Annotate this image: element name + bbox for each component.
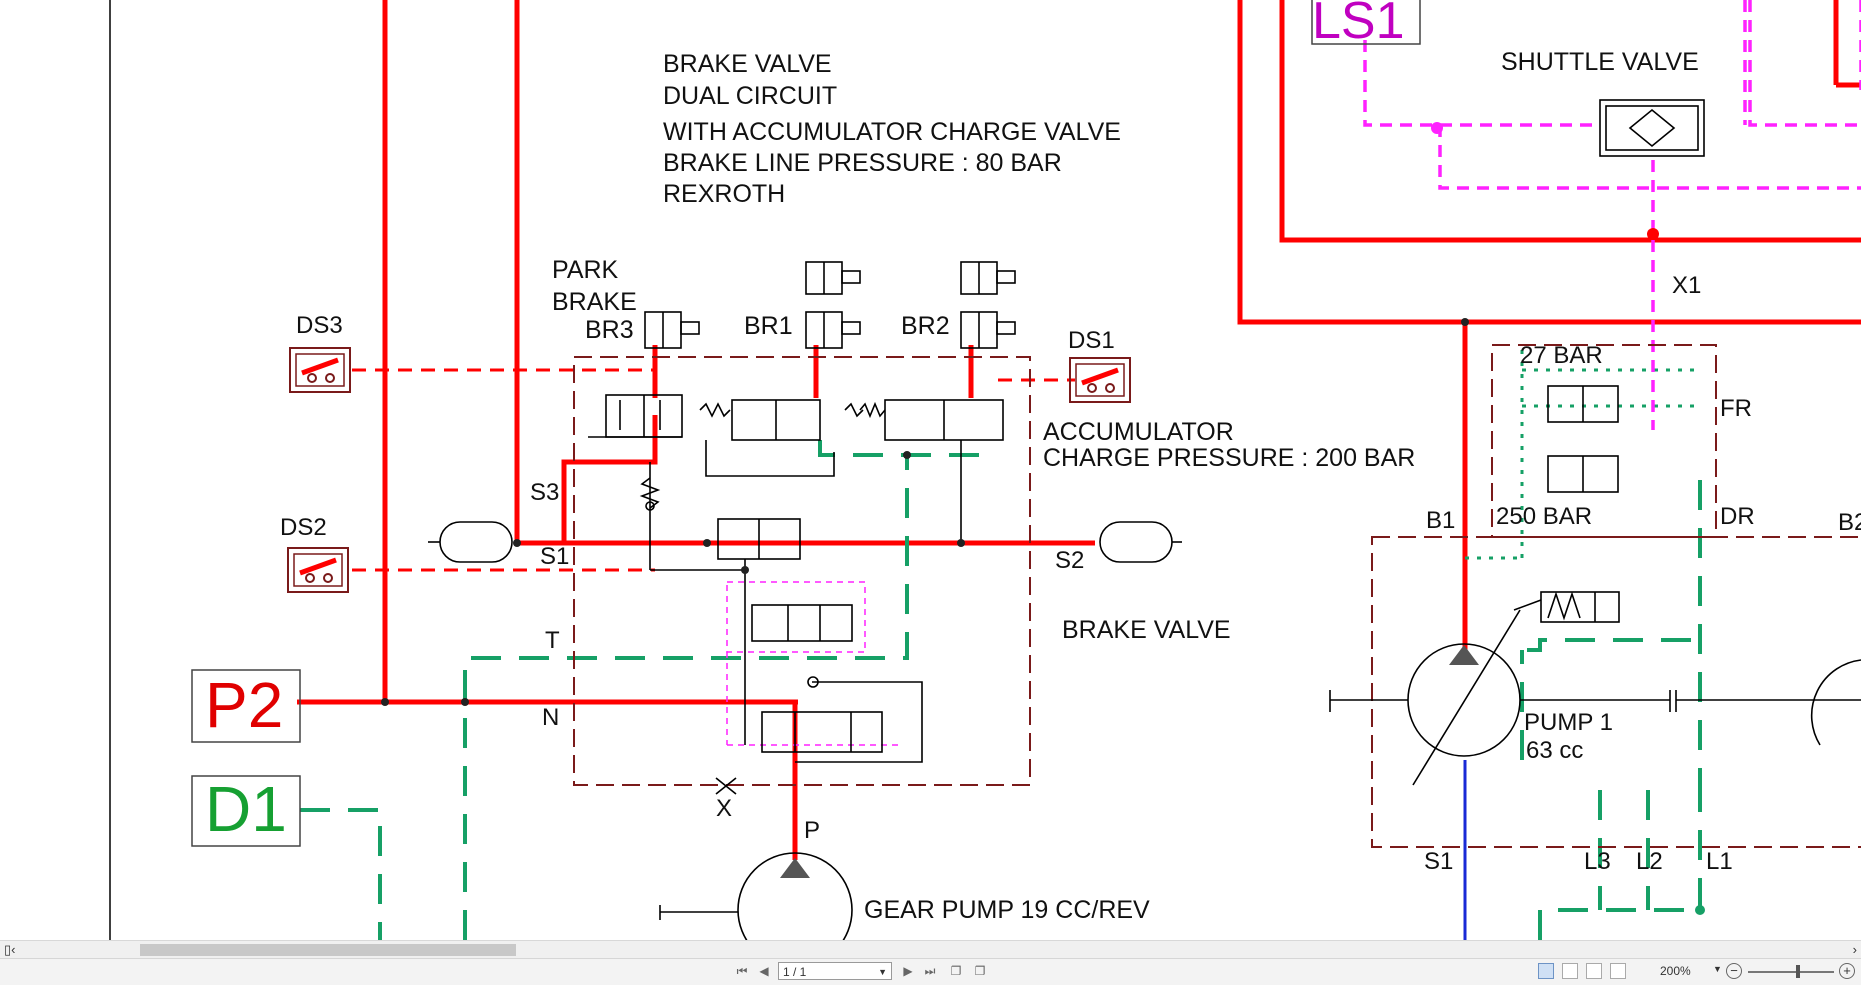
copy-page-icon[interactable]: ❐ <box>950 964 962 978</box>
brake-valve-label: BRAKE VALVE <box>1062 616 1231 644</box>
status-bar: ⏮ ◀ 1 / 1 ▼ ▶ ⏭ ❐ ❐ 200% ▼ − + <box>0 958 1861 985</box>
b1-label: B1 <box>1426 507 1455 534</box>
park-label: PARK <box>552 256 619 284</box>
single-page-view-button[interactable] <box>1538 963 1554 979</box>
ds3-label: DS3 <box>296 312 343 339</box>
chevron-down-icon[interactable]: ▼ <box>878 967 887 977</box>
pressure-switches <box>287 347 1131 593</box>
drain-lines <box>300 440 1702 940</box>
zoom-in-icon[interactable]: + <box>1839 963 1855 979</box>
hydraulic-schematic: BRAKE VALVE DUAL CIRCUIT WITH ACCUMULATO… <box>109 0 1861 940</box>
title-line-5: REXROTH <box>663 180 785 208</box>
gear-pump-label: GEAR PUMP 19 CC/REV <box>864 896 1150 924</box>
br1-label: BR1 <box>744 312 793 340</box>
page-number-value: 1 / 1 <box>783 965 807 979</box>
bar27-label: 27 BAR <box>1520 342 1603 369</box>
fr-label: FR <box>1720 395 1752 422</box>
scroll-left-icon[interactable]: ▯‹ <box>4 942 16 957</box>
l1-label: L1 <box>1706 848 1733 875</box>
s1-bottom-label: S1 <box>1424 848 1453 875</box>
title-line-3: WITH ACCUMULATOR CHARGE VALVE <box>663 118 1121 146</box>
dr-label: DR <box>1720 503 1755 530</box>
page-number-field[interactable]: 1 / 1 ▼ <box>778 962 892 980</box>
horizontal-scrollbar[interactable]: ▯‹ › <box>0 940 1861 959</box>
accumulator-label-1: ACCUMULATOR <box>1043 418 1234 446</box>
s1-label: S1 <box>540 543 569 570</box>
accumulator-label-2: CHARGE PRESSURE : 200 BAR <box>1043 444 1415 472</box>
first-page-icon[interactable]: ⏮ <box>736 964 748 978</box>
pump1-cc-label: 63 cc <box>1526 737 1583 764</box>
continuous-facing-view-button[interactable] <box>1610 963 1626 979</box>
n-port-label: N <box>542 704 559 731</box>
title-line-1: BRAKE VALVE <box>663 50 832 78</box>
continuous-view-button[interactable] <box>1562 963 1578 979</box>
last-page-icon[interactable]: ⏭ <box>924 964 936 978</box>
s2-label: S2 <box>1055 547 1084 574</box>
l2-label: L2 <box>1636 848 1663 875</box>
zoom-out-icon[interactable]: − <box>1726 963 1742 979</box>
zoom-level[interactable]: 200% <box>1660 964 1691 978</box>
b2-label: B2 <box>1838 509 1861 536</box>
shuttle-valve-label: SHUTTLE VALVE <box>1501 48 1699 76</box>
p2-label: P2 <box>205 669 283 741</box>
ds2-label: DS2 <box>280 514 327 541</box>
title-line-4: BRAKE LINE PRESSURE : 80 BAR <box>663 149 1062 177</box>
prev-page-icon[interactable]: ◀ <box>759 964 769 978</box>
document-viewport: BRAKE VALVE DUAL CIRCUIT WITH ACCUMULATO… <box>109 0 1861 940</box>
bar250-label: 250 BAR <box>1496 503 1592 530</box>
ls1-label: LS1 <box>1312 0 1405 50</box>
pilot-lines <box>1363 0 1861 430</box>
scroll-right-icon[interactable]: › <box>1852 942 1857 957</box>
brake-label: BRAKE <box>552 288 637 316</box>
x1-label: X1 <box>1672 272 1701 299</box>
d1-label: D1 <box>205 773 287 845</box>
scroll-thumb[interactable] <box>140 944 516 956</box>
s3-label: S3 <box>530 479 559 506</box>
zoom-chevron-down-icon[interactable]: ▼ <box>1713 964 1722 974</box>
t-port-label: T <box>545 627 560 654</box>
br3-label: BR3 <box>585 316 634 344</box>
pump1-label: PUMP 1 <box>1524 709 1613 736</box>
br2-label: BR2 <box>901 312 950 340</box>
valve-symbols <box>428 99 1861 940</box>
p-port-label: P <box>804 817 820 844</box>
facing-view-button[interactable] <box>1586 963 1602 979</box>
sensor-lines <box>352 368 1075 572</box>
paste-page-icon[interactable]: ❐ <box>974 964 986 978</box>
x-port-label: X <box>716 795 732 822</box>
zoom-slider-thumb[interactable] <box>1796 965 1800 978</box>
title-line-2: DUAL CIRCUIT <box>663 82 837 110</box>
ds1-label: DS1 <box>1068 327 1115 354</box>
next-page-icon[interactable]: ▶ <box>903 964 913 978</box>
pressure-lines <box>297 0 1861 860</box>
zoom-slider[interactable] <box>1748 971 1834 973</box>
l3-label: L3 <box>1584 848 1611 875</box>
